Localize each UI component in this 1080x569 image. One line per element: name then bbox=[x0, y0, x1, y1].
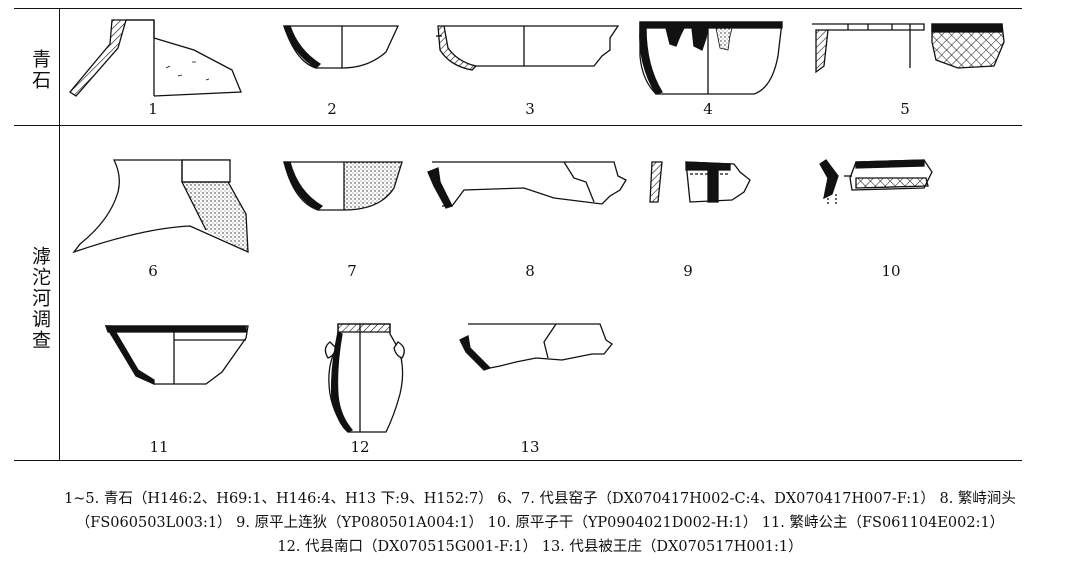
item-number-4: 4 bbox=[703, 100, 713, 118]
table-bottom-rule bbox=[14, 460, 1022, 461]
item-number-12: 12 bbox=[350, 438, 370, 456]
sherd-drawing-4 bbox=[639, 21, 783, 95]
item-number-9: 9 bbox=[683, 262, 693, 280]
caption-line-1: 1~5. 青石（H146:2、H69:1、H146:4、H13 下:9、H152… bbox=[64, 491, 1016, 507]
figure-caption: 1~5. 青石（H146:2、H69:1、H146:4、H13 下:9、H152… bbox=[20, 487, 1060, 559]
table-top-rule bbox=[14, 8, 1022, 9]
caption-line-2: （FS060503L003:1） 9. 原平上连狄（YP080501A004:1… bbox=[75, 515, 1005, 531]
group-label-hutuohe: 滹沱河调查 bbox=[29, 245, 51, 351]
item-number-2: 2 bbox=[327, 100, 337, 118]
sherd-drawing-12 bbox=[324, 323, 405, 433]
table-mid-rule bbox=[14, 125, 1022, 126]
item-number-3: 3 bbox=[525, 100, 535, 118]
item-number-1: 1 bbox=[148, 100, 158, 118]
sherd-drawing-5 bbox=[812, 23, 1005, 74]
sherd-drawing-7 bbox=[283, 161, 403, 211]
sherd-drawing-10 bbox=[819, 159, 933, 206]
sherd-drawing-9 bbox=[649, 161, 751, 203]
item-number-13: 13 bbox=[520, 438, 540, 456]
sherd-drawing-1 bbox=[69, 19, 242, 97]
sherd-drawing-3 bbox=[436, 25, 620, 71]
sherd-drawing-2 bbox=[283, 25, 400, 69]
item-number-5: 5 bbox=[900, 100, 910, 118]
item-number-7: 7 bbox=[347, 262, 357, 280]
table-column-rule bbox=[59, 8, 60, 460]
sherd-drawing-8 bbox=[427, 161, 627, 209]
item-number-6: 6 bbox=[148, 262, 158, 280]
sherd-drawing-11 bbox=[104, 325, 249, 386]
sherd-drawing-13 bbox=[459, 323, 613, 371]
item-number-11: 11 bbox=[149, 438, 169, 456]
sherd-drawing-6 bbox=[72, 159, 249, 254]
item-number-10: 10 bbox=[881, 262, 901, 280]
caption-line-3: 12. 代县南口（DX070515G001-F:1） 13. 代县被王庄（DX0… bbox=[277, 539, 803, 555]
group-label-qingshi: 青石 bbox=[29, 49, 51, 91]
item-number-8: 8 bbox=[525, 262, 535, 280]
